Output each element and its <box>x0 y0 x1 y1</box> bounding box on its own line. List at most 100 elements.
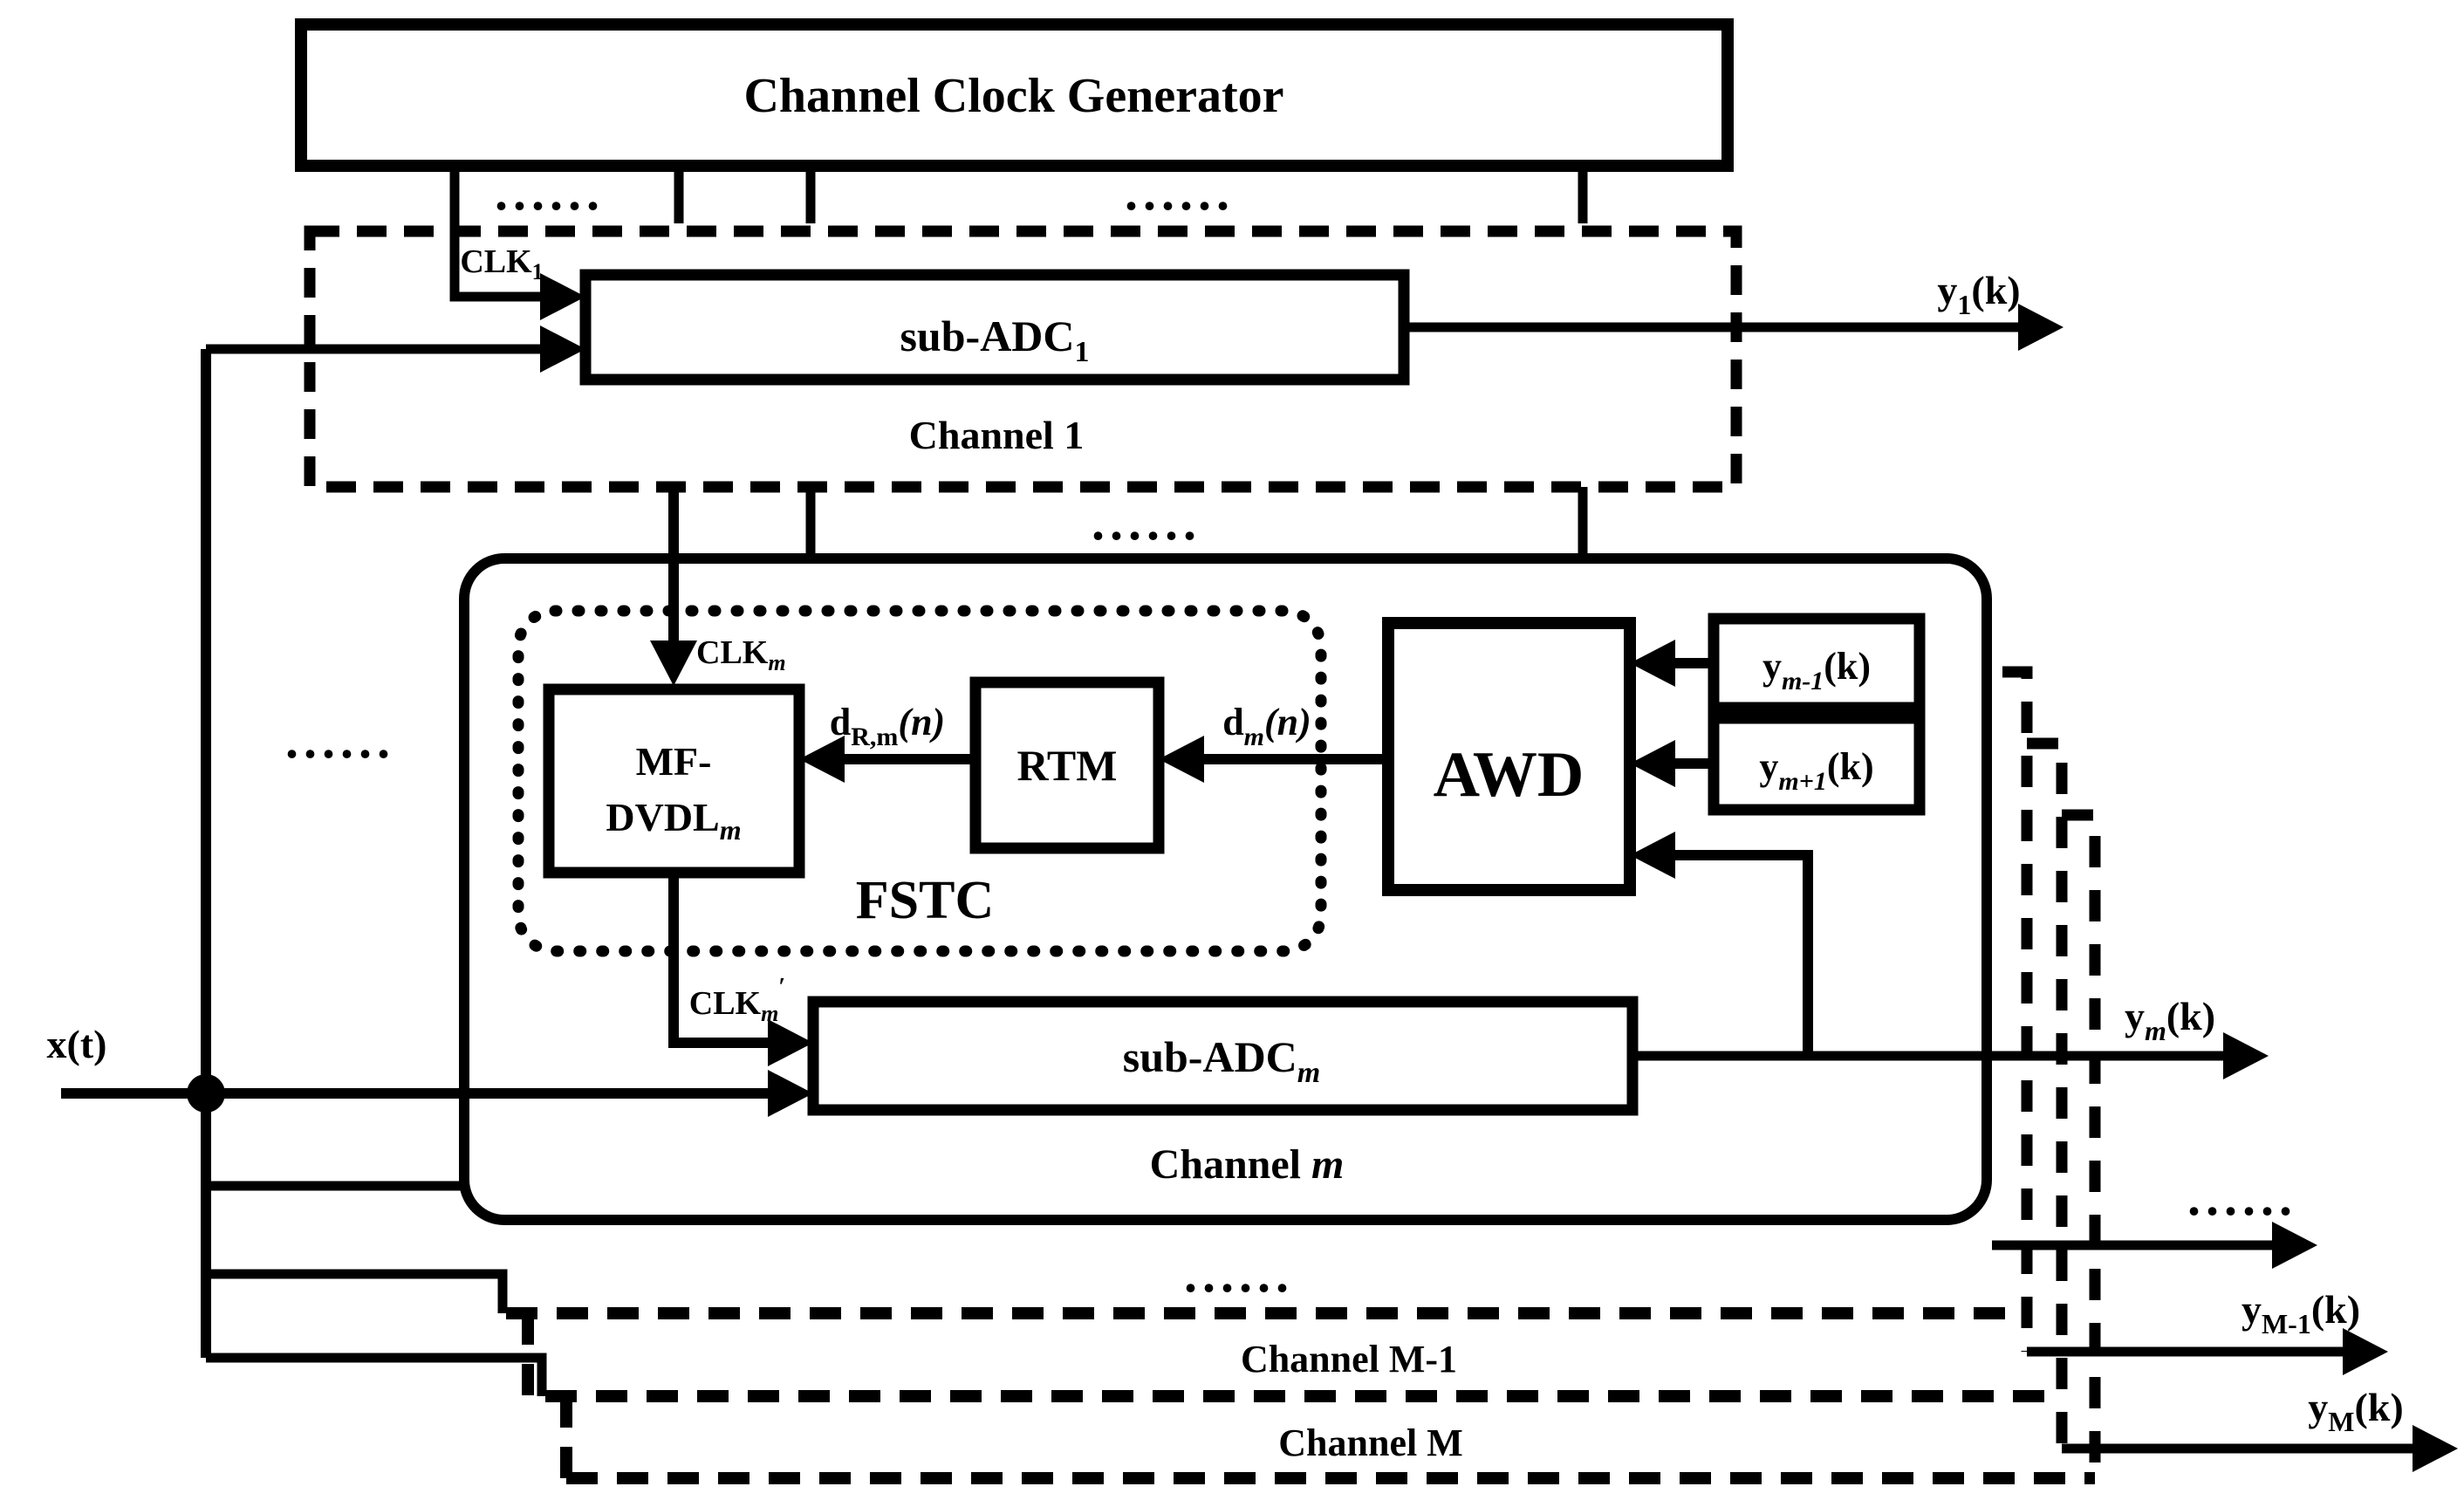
ym-label-base: y <box>2125 994 2145 1038</box>
yM-label-base: y <box>2308 1385 2328 1429</box>
yM1-label-sub: M-1 <box>2262 1308 2311 1339</box>
ellipsis-bottom-channels: ...... <box>1184 1245 1294 1303</box>
drm-label-sub: R,m <box>851 723 898 751</box>
yM1-output-label: yM-1(k) <box>2242 1287 2360 1339</box>
clkm-arrowhead-icon <box>650 640 697 686</box>
ym-prev-label: ym-1(k) <box>1762 645 1871 695</box>
awd-label: AWD <box>1434 739 1584 811</box>
clkm-label-sub: m <box>768 650 785 675</box>
clk1-label-base: CLK <box>460 243 532 280</box>
clk1-arrowhead-icon <box>540 273 585 320</box>
yM-output-label: yM(k) <box>2308 1385 2403 1437</box>
sub-adc-1-label-sub: 1 <box>1075 336 1090 368</box>
ellipsis-left-channels: ...... <box>285 711 395 769</box>
fstc-box <box>512 605 1327 957</box>
awd-feedback-arrowhead-icon <box>1630 832 1675 879</box>
dm-label-tail: (n) <box>1264 701 1311 743</box>
clkm-prime-label-sub: m <box>761 1001 778 1026</box>
xt-feed-channel-M-line <box>206 1353 547 1396</box>
drm-label: dR,m(n) <box>830 701 945 751</box>
ym-next-label-tail: (k) <box>1827 745 1874 788</box>
channel-1-title: Channel 1 <box>909 413 1085 457</box>
yM1-output-arrowhead-icon <box>2343 1328 2388 1375</box>
ellipsis-mid-channels: ...... <box>1092 493 1201 551</box>
ym-prev-label-tail: (k) <box>1824 645 1871 688</box>
channel-m-title-var: m <box>1311 1141 1344 1188</box>
drm-label-tail: (n) <box>898 701 945 743</box>
clkm-label-base: CLK <box>696 634 769 671</box>
yM-label-tail: (k) <box>2354 1385 2403 1429</box>
ym-prev-arrowhead-icon <box>1630 640 1675 687</box>
yM-label-sub: M <box>2328 1406 2354 1437</box>
ellipsis-clocks-right: ...... <box>1125 163 1235 221</box>
channel-1-box <box>304 225 1742 493</box>
drm-label-base: d <box>830 701 851 743</box>
clkm-prime-label-base: CLK <box>689 985 762 1022</box>
channel-m-title-base: Channel <box>1150 1141 1311 1188</box>
xt-feed-channel1-arrowhead-icon <box>540 325 585 373</box>
ym-output-arrowhead-icon <box>2223 1032 2269 1079</box>
channel-m-title: Channel m <box>1150 1141 1345 1188</box>
y1-label-tail: (k) <box>1971 268 2020 312</box>
sub-adc-m-label-sub: m <box>1297 1057 1320 1089</box>
yM-output-arrowhead-icon <box>2413 1425 2458 1472</box>
ym-prev-label-base: y <box>1762 645 1782 688</box>
xt-label: x(t) <box>47 1022 107 1066</box>
ym-next-box <box>1708 712 1926 816</box>
clkm-label: CLKm <box>696 634 786 675</box>
awd-feedback-line <box>1672 850 1813 1056</box>
clkm-prime-label-prime: ′ <box>778 974 785 1001</box>
mf-dvdl-label-line1: MF- <box>636 739 712 784</box>
hidden-output-arrowhead-icon <box>2272 1222 2317 1269</box>
fstc-label: FSTC <box>856 871 994 930</box>
channel-clock-generator-title: Channel Clock Generator <box>743 69 1283 123</box>
dm-label-sub: m <box>1244 723 1264 751</box>
dm-label-base: d <box>1222 701 1243 743</box>
clk1-line <box>449 166 545 302</box>
sub-adc-m-label: sub-ADCm <box>1123 1032 1321 1089</box>
clkm-prime-line <box>668 873 768 1048</box>
clkm-prime-arrowhead-icon <box>768 1019 813 1066</box>
clk1-label-sub: 1 <box>532 259 544 284</box>
yM1-label-tail: (k) <box>2311 1287 2360 1332</box>
yM1-label-base: y <box>2242 1287 2262 1332</box>
sub-adc-1-box <box>579 269 1410 386</box>
channel-clock-generator-box <box>295 18 1734 172</box>
dm-label: dm(n) <box>1222 701 1311 751</box>
ellipsis-clocks-left: ...... <box>495 163 605 221</box>
rtm-label: RTM <box>1017 741 1118 790</box>
ym-output-label: ym(k) <box>2125 994 2215 1046</box>
y1-label-sub: 1 <box>1957 289 1971 320</box>
hidden-channel-right-edge-1 <box>2002 666 2033 1352</box>
sub-adc-1-label: sub-ADC1 <box>900 312 1089 368</box>
y1-label-base: y <box>1937 268 1957 312</box>
ym-label-sub: m <box>2145 1015 2166 1046</box>
ym-next-arrowhead-icon <box>1630 740 1675 787</box>
sub-adc-1-label-base: sub-ADC <box>900 312 1074 360</box>
dm-arrowhead-icon <box>1159 736 1204 783</box>
clk1-label: CLK1 <box>460 243 543 284</box>
clkm-prime-label: CLKm′ <box>689 974 785 1026</box>
xt-feed-channel-m1-line <box>206 1269 508 1313</box>
xt-feed-channelm-arrowhead-icon <box>768 1070 813 1117</box>
hidden-channel-right-edge-3 <box>2062 809 2101 1478</box>
channel-m1-title: Channel M-1 <box>1241 1338 1457 1380</box>
ym-next-label-base: y <box>1759 745 1778 788</box>
ellipsis-right-outputs: ...... <box>2187 1168 2297 1226</box>
awd-box <box>1382 617 1636 896</box>
y1-output-label: y1(k) <box>1937 268 2020 320</box>
channel-M-title: Channel M <box>1278 1421 1462 1464</box>
mf-dvdl-box <box>543 683 805 879</box>
mf-dvdl-label-sub: m <box>720 814 742 846</box>
ym-label-tail: (k) <box>2166 994 2215 1038</box>
ym-prev-box <box>1708 613 1926 714</box>
ym-next-label: ym+1(k) <box>1759 745 1873 796</box>
ym-prev-label-sub: m-1 <box>1782 667 1824 695</box>
mf-dvdl-label-base: DVDL <box>606 795 719 839</box>
hidden-channel-right-edge-2 <box>2027 737 2068 1449</box>
y1-output-arrowhead-icon <box>2018 304 2064 351</box>
ym-next-label-sub: m+1 <box>1778 767 1826 796</box>
drm-arrowhead-icon <box>799 736 845 783</box>
